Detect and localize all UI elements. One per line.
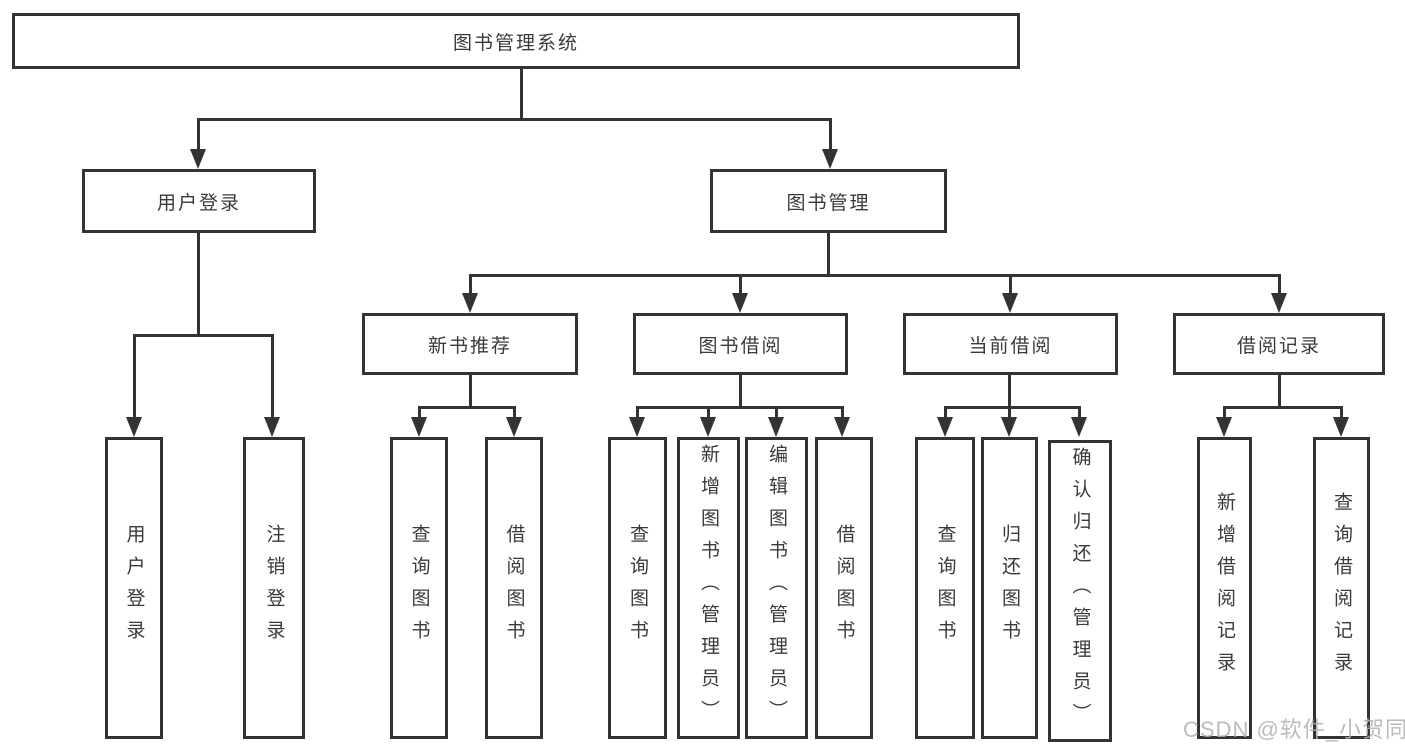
connector-line [520, 68, 523, 120]
node-book-management: 图书管理 [710, 169, 947, 233]
connector-line [944, 406, 947, 419]
connector-line [1278, 375, 1281, 408]
node-current-borrowing: 当前借阅 [903, 313, 1118, 375]
connector-line [1008, 375, 1011, 408]
connector-line [1009, 274, 1012, 295]
connector-line [829, 118, 832, 151]
node-new-book-recommend-label: 新书推荐 [427, 335, 512, 357]
arrowhead-icon [937, 417, 953, 437]
node-user-login-label: 用户登录 [156, 192, 241, 214]
leaf-confirm-return-admin: 确认归还（管理员） [1048, 440, 1112, 742]
leaf-edit-books-admin-label: 编辑图书（管理员） [766, 444, 787, 732]
leaf-user-login: 用户登录 [105, 437, 163, 739]
leaf-edit-books-admin: 编辑图书（管理员） [745, 437, 808, 739]
connector-line [197, 118, 200, 151]
node-current-borrowing-label: 当前借阅 [968, 335, 1053, 357]
leaf-query-books-borrowing-label: 查询图书 [627, 524, 648, 652]
connector-line [636, 406, 844, 409]
connector-line [133, 334, 274, 337]
node-borrowing-records-label: 借阅记录 [1236, 335, 1321, 357]
leaf-query-books-recommend-label: 查询图书 [408, 524, 430, 652]
node-borrowing-records: 借阅记录 [1173, 313, 1385, 375]
leaf-return-books-label: 归还图书 [999, 524, 1020, 652]
connector-line [469, 375, 472, 408]
leaf-borrow-books-borrowing: 借阅图书 [815, 437, 873, 739]
connector-line [636, 406, 639, 419]
arrowhead-icon [629, 417, 645, 437]
node-root: 图书管理系统 [12, 13, 1020, 69]
node-new-book-recommend: 新书推荐 [362, 313, 578, 375]
connector-line [418, 406, 421, 419]
arrowhead-icon [1216, 417, 1232, 437]
connector-line [197, 233, 200, 337]
leaf-borrow-books-borrowing-label: 借阅图书 [833, 524, 855, 652]
arrowhead-icon [1333, 417, 1349, 437]
leaf-add-borrow-record-label: 新增借阅记录 [1214, 492, 1235, 684]
leaf-query-borrow-record-label: 查询借阅记录 [1331, 492, 1352, 684]
leaf-query-borrow-record: 查询借阅记录 [1313, 437, 1370, 739]
connector-line [133, 334, 136, 419]
arrowhead-icon [190, 149, 206, 169]
connector-line [1223, 406, 1226, 419]
node-root-label: 图书管理系统 [452, 32, 579, 54]
arrowhead-icon [411, 417, 427, 437]
arrowhead-icon [1001, 417, 1017, 437]
leaf-user-login-label: 用户登录 [123, 524, 145, 652]
connector-line [197, 118, 832, 121]
connector-line [739, 375, 742, 408]
leaf-borrow-books-recommend: 借阅图书 [485, 437, 543, 739]
connector-line [827, 233, 830, 276]
arrowhead-icon [700, 417, 716, 437]
leaf-borrow-books-recommend-label: 借阅图书 [503, 524, 525, 652]
node-user-login: 用户登录 [82, 169, 316, 233]
leaf-add-books-admin: 新增图书（管理员） [677, 437, 740, 739]
arrowhead-icon [264, 417, 280, 437]
connector-line [1078, 406, 1081, 419]
node-book-borrowing-label: 图书借阅 [698, 335, 783, 357]
node-book-management-label: 图书管理 [786, 192, 871, 214]
leaf-query-books-current-label: 查询图书 [934, 524, 956, 652]
arrowhead-icon [1002, 293, 1018, 313]
leaf-confirm-return-admin-label: 确认归还（管理员） [1069, 447, 1091, 735]
connector-line [1223, 406, 1343, 409]
connector-line [271, 334, 274, 419]
connector-line [944, 406, 1081, 409]
connector-line [469, 274, 1281, 277]
watermark-text: CSDN @软件_小贺同学 [1183, 717, 1405, 742]
arrowhead-icon [732, 293, 748, 313]
leaf-query-books-borrowing: 查询图书 [608, 437, 667, 739]
arrowhead-icon [1271, 293, 1287, 313]
connector-line [1340, 406, 1343, 419]
arrowhead-icon [1071, 417, 1087, 437]
connector-line [775, 406, 778, 419]
connector-line [739, 274, 742, 295]
arrowhead-icon [822, 149, 838, 169]
leaf-add-books-admin-label: 新增图书（管理员） [698, 444, 719, 732]
leaf-query-books-current: 查询图书 [915, 437, 975, 739]
leaf-return-books: 归还图书 [981, 437, 1038, 739]
arrowhead-icon [462, 293, 478, 313]
node-book-borrowing: 图书借阅 [633, 313, 848, 375]
arrowhead-icon [768, 417, 784, 437]
arrowhead-icon [834, 417, 850, 437]
arrowhead-icon [126, 417, 142, 437]
connector-line [418, 406, 516, 409]
leaf-logout: 注销登录 [243, 437, 305, 739]
leaf-query-books-recommend: 查询图书 [390, 437, 448, 739]
leaf-logout-label: 注销登录 [263, 524, 285, 652]
connector-line [841, 406, 844, 419]
leaf-add-borrow-record: 新增借阅记录 [1197, 437, 1252, 739]
connector-line [1278, 274, 1281, 295]
connector-line [707, 406, 710, 419]
connector-line [1008, 406, 1011, 419]
connector-line [469, 274, 472, 295]
connector-line [513, 406, 516, 419]
arrowhead-icon [506, 417, 522, 437]
